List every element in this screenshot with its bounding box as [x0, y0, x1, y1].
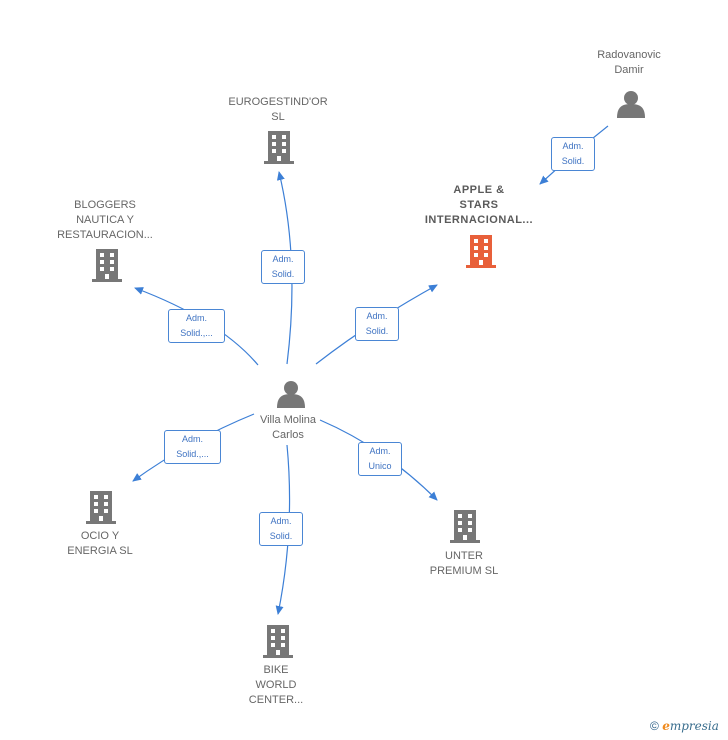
badge-line: Adm. [562, 141, 584, 151]
node-label-line: WORLD [255, 679, 297, 691]
edge-badge-bloggers[interactable]: Adm. Solid.,... [168, 309, 225, 343]
node-label-line: BLOGGERS [74, 199, 136, 211]
edge-badge-ocio[interactable]: Adm. Solid.,... [164, 430, 221, 464]
building-icon-apple[interactable] [466, 235, 496, 268]
copyright-icon: © [650, 719, 659, 733]
node-label-line: UNTER [445, 550, 483, 562]
node-label-line: Damir [614, 64, 644, 76]
badge-line: Adm. [185, 313, 207, 323]
building-icon-bike[interactable] [263, 625, 293, 658]
building-icon-bloggers[interactable] [92, 249, 122, 282]
badge-line: Adm. [181, 434, 203, 444]
badge-line: Unico [368, 461, 392, 471]
brand-logo-letter: e [662, 719, 670, 733]
node-label-line: RESTAURACION... [57, 229, 153, 241]
node-label-line: OCIO Y [80, 530, 120, 542]
person-icon-radovanovic[interactable] [617, 91, 645, 118]
node-label-line: Carlos [272, 429, 304, 441]
node-label-radovanovic[interactable]: Radovanovic Damir [559, 48, 699, 78]
node-label-line: Villa Molina [259, 414, 317, 426]
node-label-line: SL [271, 111, 285, 123]
node-label-line: NAUTICA Y [76, 214, 134, 226]
node-label-line: BIKE [263, 664, 289, 676]
node-label-eurogestind[interactable]: EUROGESTIND'OR SL [208, 95, 348, 125]
node-label-ocio[interactable]: OCIO Y ENERGIA SL [30, 529, 170, 559]
edge-badge-apple[interactable]: Adm. Solid. [355, 307, 399, 341]
node-label-unter[interactable]: UNTER PREMIUM SL [394, 549, 534, 579]
badge-line: Adm. [272, 254, 294, 264]
building-icon-eurogestind[interactable] [264, 131, 294, 164]
edge-badge-bike[interactable]: Adm. Solid. [259, 512, 303, 546]
brand-logo-text: mpresia [669, 719, 719, 733]
badge-line: Solid. [561, 156, 585, 166]
brand-logo: empresia [662, 719, 719, 733]
node-label-bike[interactable]: BIKE WORLD CENTER... [206, 663, 346, 708]
badge-line: Solid. [271, 269, 295, 279]
badge-line: Solid.,... [176, 449, 209, 459]
person-icon-villa-molina[interactable] [277, 381, 305, 408]
node-label-line: CENTER... [248, 694, 304, 706]
node-label-bloggers[interactable]: BLOGGERS NAUTICA Y RESTAURACION... [35, 198, 175, 243]
node-label-line: APPLE & [453, 184, 505, 196]
building-icon-ocio[interactable] [86, 491, 116, 524]
badge-line: Solid. [269, 531, 293, 541]
badge-line: Adm. [270, 516, 292, 526]
badge-line: Solid. [365, 326, 389, 336]
badge-line: Adm. [366, 311, 388, 321]
badge-line: Solid.,... [180, 328, 213, 338]
edge-badge-eurogestind[interactable]: Adm. Solid. [261, 250, 305, 284]
node-label-line: STARS [459, 199, 499, 211]
edge-badge-radovanovic-apple[interactable]: Adm. Solid. [551, 137, 595, 171]
node-label-line: ENERGIA SL [67, 545, 133, 557]
node-label-line: PREMIUM SL [429, 565, 499, 577]
building-icon-unter[interactable] [450, 510, 480, 543]
node-label-villa-molina[interactable]: Villa Molina Carlos [218, 413, 358, 443]
footer-brand: © empresia [650, 719, 719, 733]
node-label-line: EUROGESTIND'OR [228, 96, 328, 108]
node-label-apple[interactable]: APPLE & STARS INTERNACIONAL... [409, 183, 549, 228]
node-label-line: Radovanovic [597, 49, 661, 61]
edge-badge-unter[interactable]: Adm. Unico [358, 442, 402, 476]
node-label-line: INTERNACIONAL... [424, 214, 534, 226]
badge-line: Adm. [369, 446, 391, 456]
